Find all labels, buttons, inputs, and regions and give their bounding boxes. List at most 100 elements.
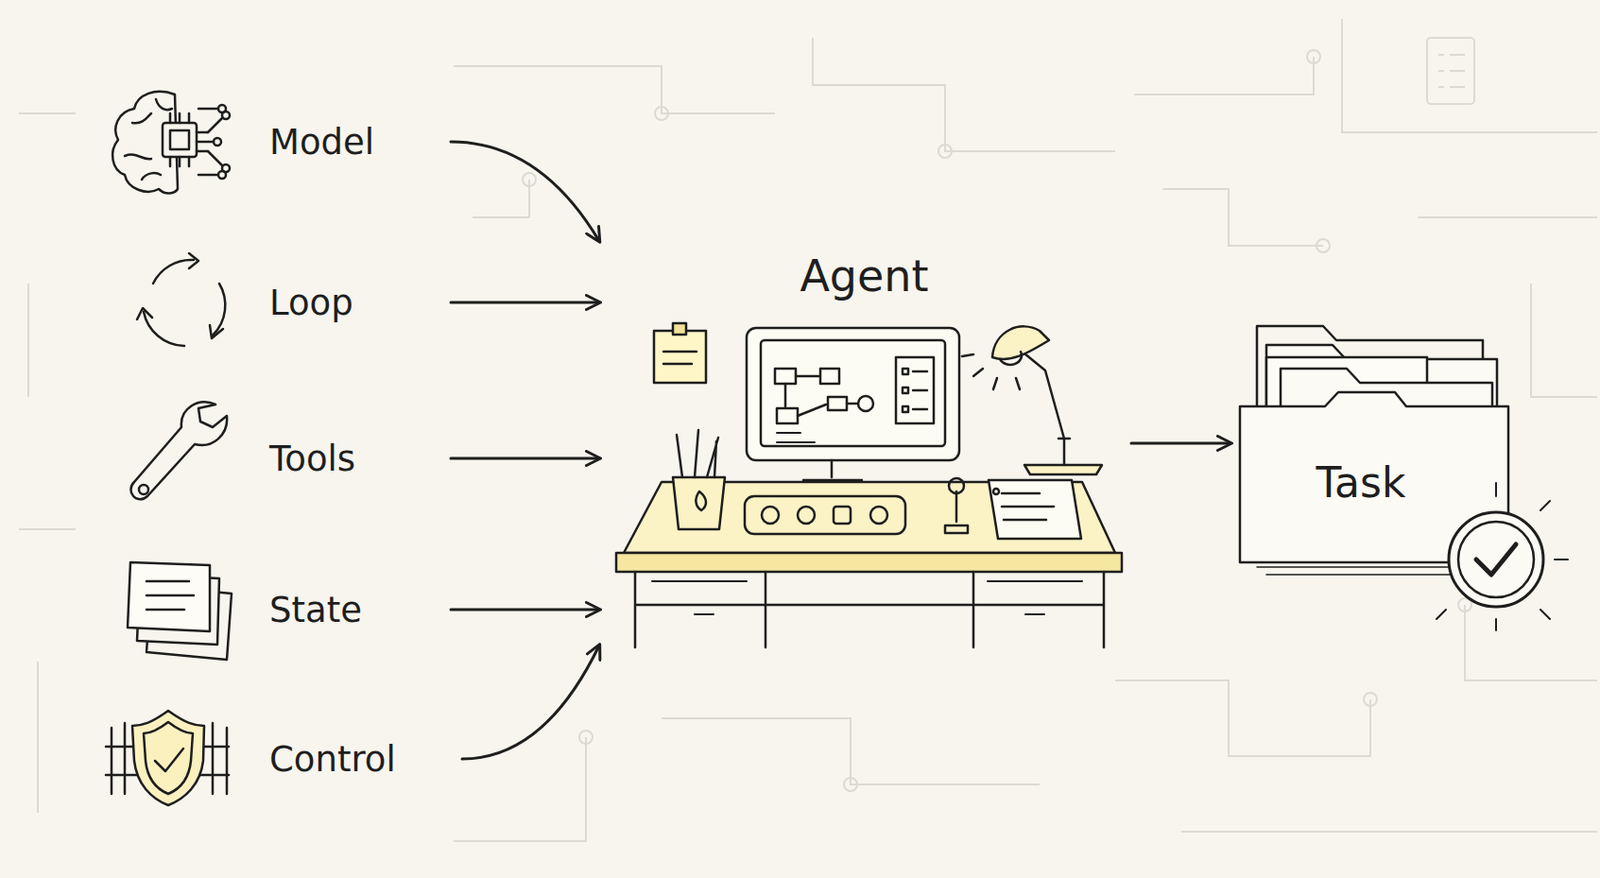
circuit-traces-path <box>1438 54 1465 87</box>
loop-icon-path <box>212 283 225 336</box>
desk-illustration-rect <box>776 408 798 424</box>
puzzle-piece-outline <box>85 543 442 676</box>
desk-illustration <box>616 323 1122 648</box>
circuit-traces <box>18 18 1598 842</box>
circuit-traces-path <box>453 18 1598 152</box>
brain-icon-circle <box>222 164 230 173</box>
desk-illustration-rect <box>827 396 847 411</box>
desk-illustration-rect <box>744 496 906 534</box>
flow-arrow <box>450 141 600 241</box>
flow-arrow <box>1131 442 1231 446</box>
brain-icon-path <box>198 108 223 175</box>
circuit-traces-path <box>18 113 76 813</box>
wrench-icon <box>130 401 227 499</box>
shield-fence-icon-path <box>143 722 193 794</box>
loop-icon-path <box>209 325 224 339</box>
shield-fence-icon-path <box>154 748 184 772</box>
brain-icon-circle <box>222 111 230 120</box>
shield-fence-icon-path <box>132 710 205 806</box>
desk-illustration-path <box>676 430 719 478</box>
folder-illustration-circle <box>1458 521 1534 598</box>
puzzle-piece-outline-path <box>86 234 440 371</box>
node-label: Model <box>269 121 375 163</box>
desk-illustration-circle <box>870 506 888 524</box>
folder-illustration-path <box>1476 544 1516 575</box>
desk-illustration-path <box>999 351 1022 365</box>
circuit-traces-circle <box>843 777 858 792</box>
desk-illustration-path <box>785 376 859 416</box>
loop-icon-path <box>143 311 185 346</box>
node-label: Tools <box>269 438 356 480</box>
agent-box-outline-path <box>608 231 1120 655</box>
brain-icon <box>112 91 230 194</box>
flow-arrow <box>450 301 600 305</box>
desk-illustration-path <box>962 354 1020 390</box>
brain-icon-path <box>170 113 214 167</box>
desk-illustration-path <box>1024 464 1102 475</box>
circuit-traces-rect <box>1427 37 1475 104</box>
puzzle-piece-outline-path <box>86 393 440 524</box>
desk-illustration-circle <box>948 478 964 494</box>
loop-icon <box>137 253 225 346</box>
node-label: Control <box>269 739 396 780</box>
folder-illustration-path <box>1436 482 1568 631</box>
brain-icon-circle <box>213 137 222 146</box>
circuit-traces-circle <box>1363 692 1377 706</box>
puzzle-piece-outline <box>85 391 442 526</box>
flow-arrow <box>450 457 600 461</box>
desk-illustration-path <box>902 368 928 413</box>
puzzle-piece-outline-path <box>86 72 440 211</box>
desk-illustration-rect <box>895 357 934 424</box>
brain-icon-rect <box>170 130 190 150</box>
puzzle-piece-outline <box>85 232 442 373</box>
circuit-traces-circle <box>654 106 669 121</box>
task-folder: Task <box>1238 311 1522 568</box>
node-label: Loop <box>269 282 354 324</box>
desk-illustration-circle <box>797 506 815 524</box>
puzzle-piece-outline <box>85 70 442 213</box>
circuit-traces-circle <box>1316 239 1330 253</box>
loop-icon-path <box>189 253 199 269</box>
node-label: State <box>269 589 362 631</box>
shield-fence-icon <box>105 710 229 806</box>
circuit-traces-circle <box>579 730 593 744</box>
desk-illustration-path <box>635 571 1104 648</box>
desk-illustration-rect <box>672 323 687 335</box>
desk-illustration-path <box>672 477 725 530</box>
papers-icon-path <box>127 562 210 632</box>
wrench-icon-circle <box>138 484 149 495</box>
desk-illustration-path <box>776 432 815 443</box>
flow-arrow <box>450 608 600 612</box>
desk-illustration-path <box>653 330 706 383</box>
desk-illustration-circle <box>993 488 999 495</box>
puzzle-piece: Model <box>85 70 442 213</box>
node-label: Task <box>1316 458 1407 507</box>
desk-illustration-path <box>695 491 706 511</box>
puzzle-piece: Loop <box>85 232 442 373</box>
desk-illustration-path <box>803 460 862 481</box>
flow-arrow <box>462 645 600 759</box>
circuit-traces-circle <box>1307 50 1321 64</box>
desk-illustration-rect <box>820 368 840 384</box>
agent-box: Agent <box>606 229 1122 657</box>
circuit-traces-circle <box>522 172 536 187</box>
folder-illustration-circle <box>1448 512 1544 607</box>
illustration-layer-g <box>105 91 1568 806</box>
desk-illustration-path <box>663 351 697 364</box>
desk-illustration-rect <box>833 506 851 524</box>
desk-illustration-path <box>988 480 1082 539</box>
puzzle-piece: Tools <box>85 391 442 526</box>
circuit-traces-path <box>453 604 1598 842</box>
desk-illustration-path <box>1001 493 1054 520</box>
puzzle-piece: State <box>85 543 442 676</box>
node-label: Agent <box>799 250 929 302</box>
papers-icon-path <box>146 581 194 610</box>
desk-illustration-rect <box>774 368 796 384</box>
desk-illustration-circle <box>858 395 874 412</box>
desk-illustration-path <box>616 552 1122 572</box>
desk-illustration-rect <box>760 340 946 447</box>
wrench-icon-path <box>130 401 227 499</box>
desk-illustration-circle <box>761 506 779 524</box>
desk-illustration-path <box>652 581 1083 615</box>
puzzle-piece-outline-path <box>86 545 440 674</box>
